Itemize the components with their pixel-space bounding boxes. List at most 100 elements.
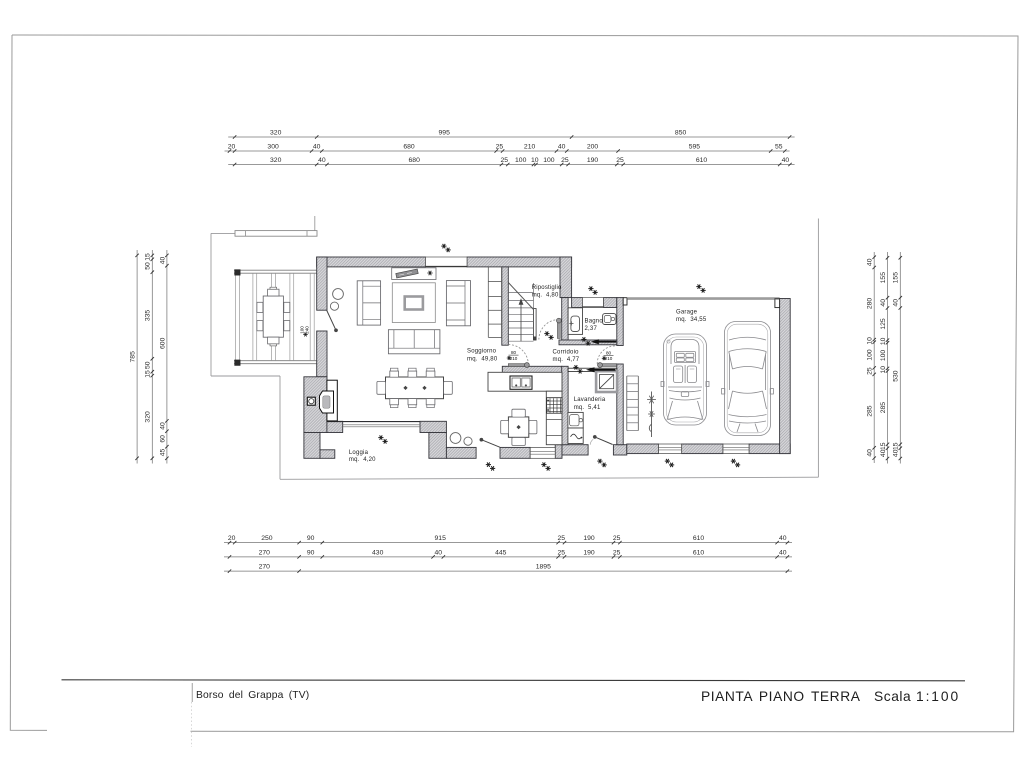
svg-text:10: 10 xyxy=(880,337,887,345)
svg-text:mq. 34,55: mq. 34,55 xyxy=(676,317,707,323)
svg-text:100: 100 xyxy=(867,349,874,361)
svg-text:Scala: Scala xyxy=(874,689,911,704)
svg-text:190: 190 xyxy=(583,535,595,542)
svg-text:40: 40 xyxy=(867,449,874,457)
svg-text:850: 850 xyxy=(675,129,687,136)
svg-text:200: 200 xyxy=(587,143,599,150)
svg-text:15: 15 xyxy=(145,370,152,378)
svg-text:mq. 4,80: mq. 4,80 xyxy=(532,292,559,298)
svg-text:680: 680 xyxy=(409,157,421,164)
svg-text:25: 25 xyxy=(867,367,874,375)
svg-text:40: 40 xyxy=(893,299,900,307)
svg-text:40: 40 xyxy=(779,535,787,542)
svg-text:25: 25 xyxy=(501,157,509,164)
svg-text:680: 680 xyxy=(403,143,415,150)
svg-text:PIANTA PIANO TERRA: PIANTA PIANO TERRA xyxy=(701,689,861,704)
svg-text:285: 285 xyxy=(867,405,874,417)
svg-text:335: 335 xyxy=(145,310,152,322)
svg-text:610: 610 xyxy=(693,535,705,542)
svg-text:20: 20 xyxy=(228,535,236,542)
svg-text:210: 210 xyxy=(605,356,613,361)
svg-text:610: 610 xyxy=(693,549,705,556)
svg-text:190: 190 xyxy=(587,157,599,164)
svg-text:995: 995 xyxy=(439,129,451,136)
svg-text:Loggia: Loggia xyxy=(349,450,369,456)
svg-text:15: 15 xyxy=(893,442,900,450)
svg-text:mq. 4,77: mq. 4,77 xyxy=(553,357,580,363)
svg-text:40: 40 xyxy=(159,257,166,265)
svg-text:60: 60 xyxy=(159,435,166,443)
svg-text:mq. 4,20: mq. 4,20 xyxy=(349,457,376,463)
svg-text:80: 80 xyxy=(606,350,612,355)
svg-text:10: 10 xyxy=(531,157,539,164)
svg-text:50: 50 xyxy=(145,361,152,369)
svg-text:100: 100 xyxy=(515,157,527,164)
svg-text:25: 25 xyxy=(616,157,624,164)
svg-text:300: 300 xyxy=(267,143,279,150)
svg-text:40: 40 xyxy=(782,157,790,164)
svg-text:80: 80 xyxy=(511,350,517,355)
svg-text:Lavanderia: Lavanderia xyxy=(574,397,606,403)
svg-text:15: 15 xyxy=(145,253,152,261)
svg-text:10: 10 xyxy=(880,366,887,374)
svg-text:25: 25 xyxy=(558,535,566,542)
svg-text:Soggiorno: Soggiorno xyxy=(467,349,497,355)
svg-text:25: 25 xyxy=(613,549,621,556)
svg-text:45: 45 xyxy=(159,449,166,457)
svg-text:445: 445 xyxy=(495,549,507,556)
svg-text:610: 610 xyxy=(696,157,708,164)
svg-text:915: 915 xyxy=(435,535,447,542)
svg-text:20: 20 xyxy=(228,143,236,150)
svg-text:40: 40 xyxy=(313,143,321,150)
svg-text:100: 100 xyxy=(880,350,887,362)
svg-text:100: 100 xyxy=(543,157,555,164)
svg-text:40: 40 xyxy=(435,549,443,556)
svg-text:Ripostiglio: Ripostiglio xyxy=(532,285,562,291)
svg-text:25: 25 xyxy=(613,535,621,542)
svg-text:40: 40 xyxy=(893,449,900,457)
svg-text:40: 40 xyxy=(880,299,887,307)
svg-text:50: 50 xyxy=(145,262,152,270)
svg-text:Bagno: Bagno xyxy=(585,319,604,325)
svg-text:270: 270 xyxy=(259,549,271,556)
svg-text:40: 40 xyxy=(318,157,326,164)
svg-text:Borso del Grappa (TV): Borso del Grappa (TV) xyxy=(196,690,309,701)
svg-text:320: 320 xyxy=(145,411,152,423)
svg-text:1895: 1895 xyxy=(536,564,551,571)
svg-text:Garage: Garage xyxy=(676,309,698,315)
svg-text:100: 100 xyxy=(300,326,305,334)
svg-text:155: 155 xyxy=(880,272,887,284)
svg-text:210: 210 xyxy=(510,356,518,361)
svg-text:210: 210 xyxy=(524,143,536,150)
svg-text:600: 600 xyxy=(159,337,166,349)
svg-text:40: 40 xyxy=(779,549,787,556)
svg-text:mq. 49,80: mq. 49,80 xyxy=(467,356,498,362)
svg-text:190: 190 xyxy=(583,549,595,556)
svg-text:320: 320 xyxy=(270,157,282,164)
svg-text:240: 240 xyxy=(305,326,310,334)
svg-text:250: 250 xyxy=(261,535,273,542)
svg-text:15: 15 xyxy=(880,442,887,450)
svg-text:280: 280 xyxy=(867,298,874,310)
svg-text:2,37: 2,37 xyxy=(585,326,598,332)
svg-text:10: 10 xyxy=(867,337,874,345)
svg-text:25: 25 xyxy=(496,143,504,150)
svg-text:285: 285 xyxy=(880,402,887,414)
svg-text:40: 40 xyxy=(159,422,166,430)
svg-text:40: 40 xyxy=(867,258,874,266)
svg-text:320: 320 xyxy=(270,129,282,136)
svg-text:1:100: 1:100 xyxy=(916,689,960,704)
svg-text:Corridoio: Corridoio xyxy=(553,350,580,356)
svg-text:25: 25 xyxy=(558,549,566,556)
svg-text:40: 40 xyxy=(880,449,887,457)
svg-text:530: 530 xyxy=(893,370,900,382)
svg-text:270: 270 xyxy=(259,564,271,571)
svg-text:90: 90 xyxy=(307,535,315,542)
svg-text:90: 90 xyxy=(307,549,315,556)
svg-text:55: 55 xyxy=(775,143,783,150)
svg-text:155: 155 xyxy=(893,272,900,284)
svg-text:40: 40 xyxy=(558,143,566,150)
svg-text:595: 595 xyxy=(689,143,701,150)
svg-text:430: 430 xyxy=(372,549,384,556)
svg-text:mq. 5,41: mq. 5,41 xyxy=(574,405,601,411)
